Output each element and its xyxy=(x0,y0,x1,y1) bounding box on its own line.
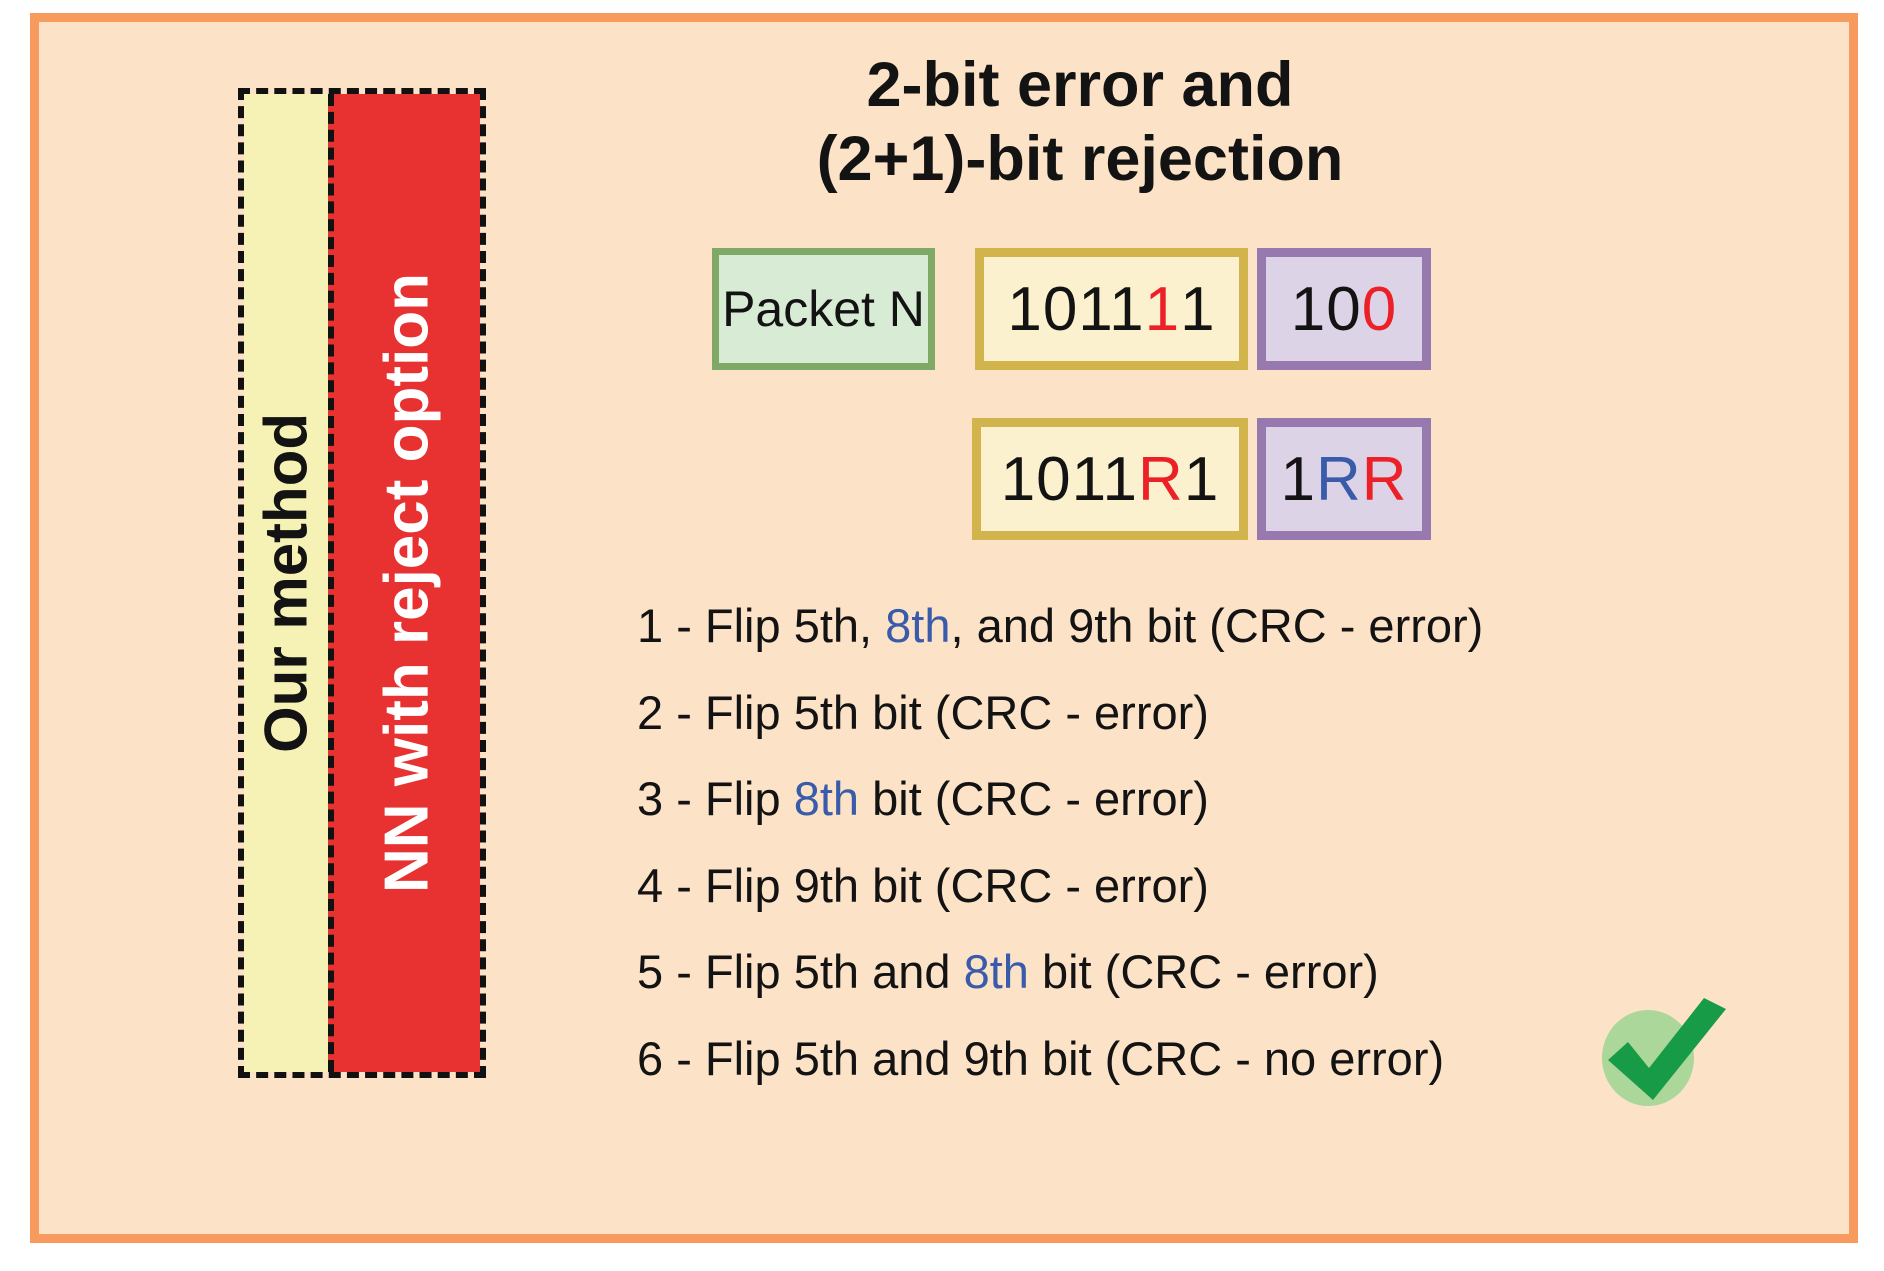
title-line-1: 2-bit error and xyxy=(866,50,1294,120)
text-segment: 3 - Flip xyxy=(637,772,794,825)
step-item-3: 3 - Flip 8th bit (CRC - error) xyxy=(637,771,1209,826)
text-segment: R xyxy=(1315,444,1362,514)
step-item-1: 1 - Flip 5th, 8th, and 9th bit (CRC - er… xyxy=(637,598,1483,653)
nn-reject-label: NN with reject option xyxy=(372,273,442,893)
text-segment: 1011 xyxy=(1000,444,1139,514)
text-segment: 1 xyxy=(1144,274,1181,344)
method-bars-group: Our method NN with reject option xyxy=(238,88,486,1078)
text-segment: 1011 xyxy=(1007,274,1145,344)
text-segment: 4 - Flip 9th bit (CRC - error) xyxy=(637,859,1209,912)
text-segment: R xyxy=(1138,444,1184,514)
text-segment: 8th xyxy=(885,599,951,652)
text-segment: 0 xyxy=(1361,274,1398,344)
figure-title: 2-bit error and (2+1)-bit rejection xyxy=(520,48,1640,196)
text-segment: 5 - Flip 5th and xyxy=(637,945,964,998)
text-segment: 1 xyxy=(1180,274,1216,344)
text-segment: 2 - Flip 5th bit (CRC - error) xyxy=(637,686,1209,739)
text-segment: 6 - Flip 5th and 9th bit (CRC - no error… xyxy=(637,1032,1445,1085)
text-segment: bit (CRC - error) xyxy=(1028,945,1379,998)
text-segment: bit (CRC - error) xyxy=(859,772,1209,825)
title-line-2: (2+1)-bit rejection xyxy=(816,124,1344,194)
text-segment: 10 xyxy=(1290,274,1362,344)
text-segment: R xyxy=(1361,444,1408,514)
check-icon xyxy=(1602,998,1726,1106)
our-method-bar: Our method xyxy=(244,94,328,1072)
step-item-4: 4 - Flip 9th bit (CRC - error) xyxy=(637,858,1209,913)
text-segment: 1 xyxy=(1183,444,1220,514)
packet-box: Packet N xyxy=(712,248,935,370)
text-segment: , and 9th bit (CRC - error) xyxy=(950,599,1484,652)
text-segment: 8th xyxy=(793,772,860,825)
step-item-2: 2 - Flip 5th bit (CRC - error) xyxy=(637,685,1209,740)
step-item-6: 6 - Flip 5th and 9th bit (CRC - no error… xyxy=(637,1031,1444,1086)
step-item-5: 5 - Flip 5th and 8th bit (CRC - error) xyxy=(637,944,1379,999)
text-segment: 8th xyxy=(963,945,1029,998)
text-segment: 1 - Flip 5th, xyxy=(637,599,886,652)
text-segment: 1 xyxy=(1280,444,1316,514)
our-method-label: Our method xyxy=(252,413,320,753)
nn-reject-bar: NN with reject option xyxy=(328,94,480,1072)
